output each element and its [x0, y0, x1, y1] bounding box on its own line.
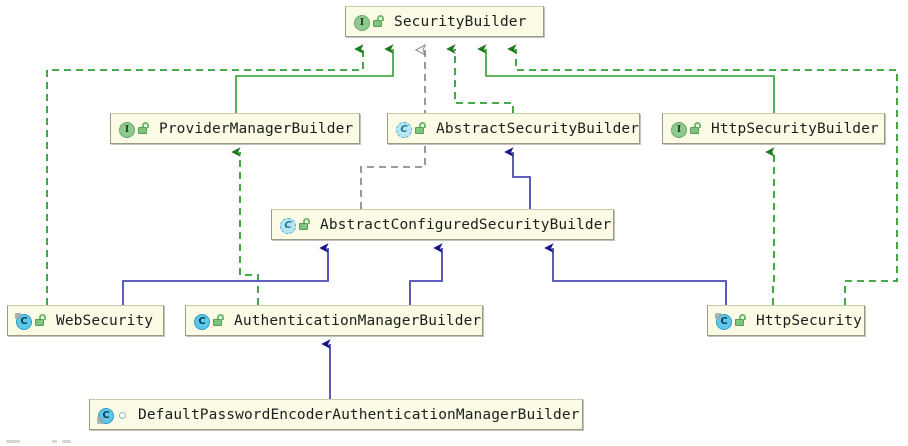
- class-icon: C: [715, 312, 732, 330]
- class-icon: C: [193, 313, 210, 330]
- lock-icon: [35, 313, 47, 328]
- package-dot-icon: [117, 408, 129, 422]
- node-label: ProviderManagerBuilder: [159, 120, 354, 137]
- edge-websecurity-to-abstractconfiguredsecuritybuilder: [122, 243, 329, 305]
- node-label: AuthenticationManagerBuilder: [234, 312, 482, 329]
- node-label: AbstractConfiguredSecurityBuilder: [320, 216, 612, 233]
- node-providermanagerbuilder[interactable]: I ProviderManagerBuilder: [110, 113, 360, 144]
- class-icon: C: [15, 312, 32, 330]
- edge-httpsecurity-to-abstractconfiguredsecuritybuilder2: [544, 243, 727, 305]
- node-label: HttpSecurityBuilder: [711, 120, 879, 137]
- node-httpsecuritybuilder[interactable]: I HttpSecurityBuilder: [662, 113, 885, 144]
- lock-icon: [299, 217, 311, 232]
- interface-icon: I: [670, 121, 687, 138]
- edge-httpsecurity-to-httpsecuritybuilder: [765, 147, 775, 305]
- edge-abstractconfiguredsecuritybuilder-to-abstractsecuritybuilder: [504, 147, 531, 209]
- node-label: WebSecurity: [56, 312, 154, 329]
- interface-icon: I: [118, 121, 135, 138]
- node-websecurity[interactable]: C WebSecurity: [7, 305, 164, 336]
- node-authenticationmanagerbuilder[interactable]: C AuthenticationManagerBuilder: [185, 305, 483, 336]
- edge-httpsecuritybuilder-to-securitybuilder: [477, 44, 775, 113]
- lock-icon: [415, 121, 427, 136]
- node-securitybuilder[interactable]: I SecurityBuilder: [345, 6, 544, 37]
- edge-httpsecurity-to-securitybuilder: [507, 44, 898, 305]
- node-abstractsecuritybuilder[interactable]: C AbstractSecurityBuilder: [387, 113, 640, 144]
- node-label: DefaultPasswordEncoderAuthenticationMana…: [138, 406, 580, 423]
- canvas-artifact: [62, 440, 71, 443]
- abstract-class-icon: C: [395, 121, 412, 138]
- node-defaultpasswordencoderauthenticationmanagerbuilder[interactable]: C DefaultPasswordEncoderAuthenticationMa…: [89, 399, 583, 430]
- node-abstractconfiguredsecuritybuilder[interactable]: C AbstractConfiguredSecurityBuilder: [271, 209, 614, 240]
- canvas-artifact: [6, 440, 20, 443]
- node-label: HttpSecurity: [756, 312, 862, 329]
- edge-abstractsecuritybuilder-to-securitybuilder: [446, 44, 514, 113]
- interface-icon: I: [353, 14, 370, 31]
- lock-icon: [138, 121, 150, 136]
- abstract-class-icon: C: [279, 217, 296, 234]
- edge-websecurity-to-securitybuilder: [46, 44, 364, 305]
- canvas-artifact: [52, 440, 57, 443]
- lock-icon: [735, 313, 747, 328]
- edge-abstractconfiguredsecuritybuilder-to-securitybuilder: [360, 50, 425, 209]
- node-httpsecurity[interactable]: C HttpSecurity: [707, 305, 865, 336]
- edge-authenticationmanagerbuilder-to-providermanagerbuilder: [231, 147, 259, 305]
- class-icon: C: [97, 407, 114, 424]
- node-label: AbstractSecurityBuilder: [436, 120, 640, 137]
- lock-icon: [213, 313, 225, 328]
- node-label: SecurityBuilder: [394, 13, 527, 30]
- edge-providermanagerbuilder-to-securitybuilder: [235, 44, 394, 113]
- lock-icon: [373, 14, 385, 29]
- edge-authenticationmanagerbuilder-to-abstractconfiguredsecuritybuilder: [409, 243, 443, 305]
- lock-icon: [690, 121, 702, 136]
